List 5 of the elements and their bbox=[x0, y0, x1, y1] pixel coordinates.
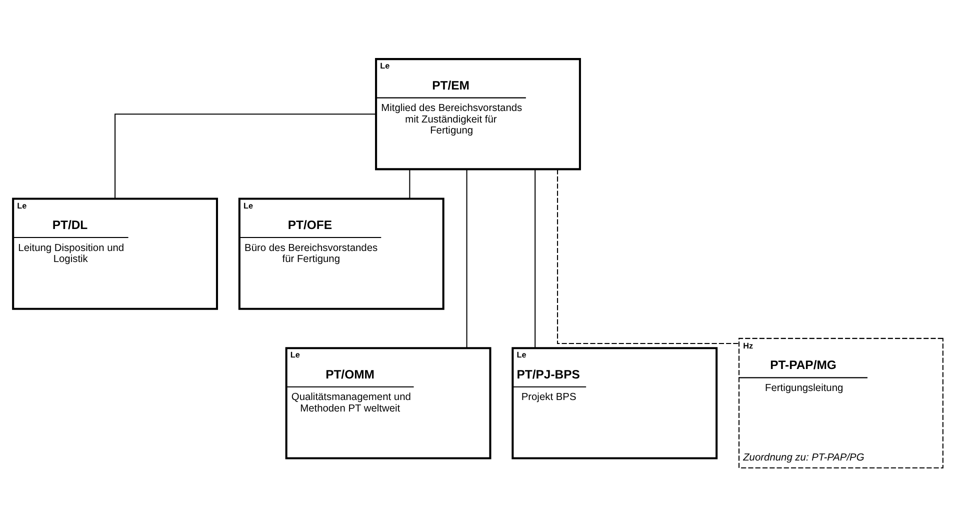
connector bbox=[114, 113, 376, 198]
connector bbox=[409, 168, 410, 198]
connector bbox=[466, 169, 468, 348]
connector bbox=[534, 169, 536, 348]
connector bbox=[557, 168, 739, 344]
